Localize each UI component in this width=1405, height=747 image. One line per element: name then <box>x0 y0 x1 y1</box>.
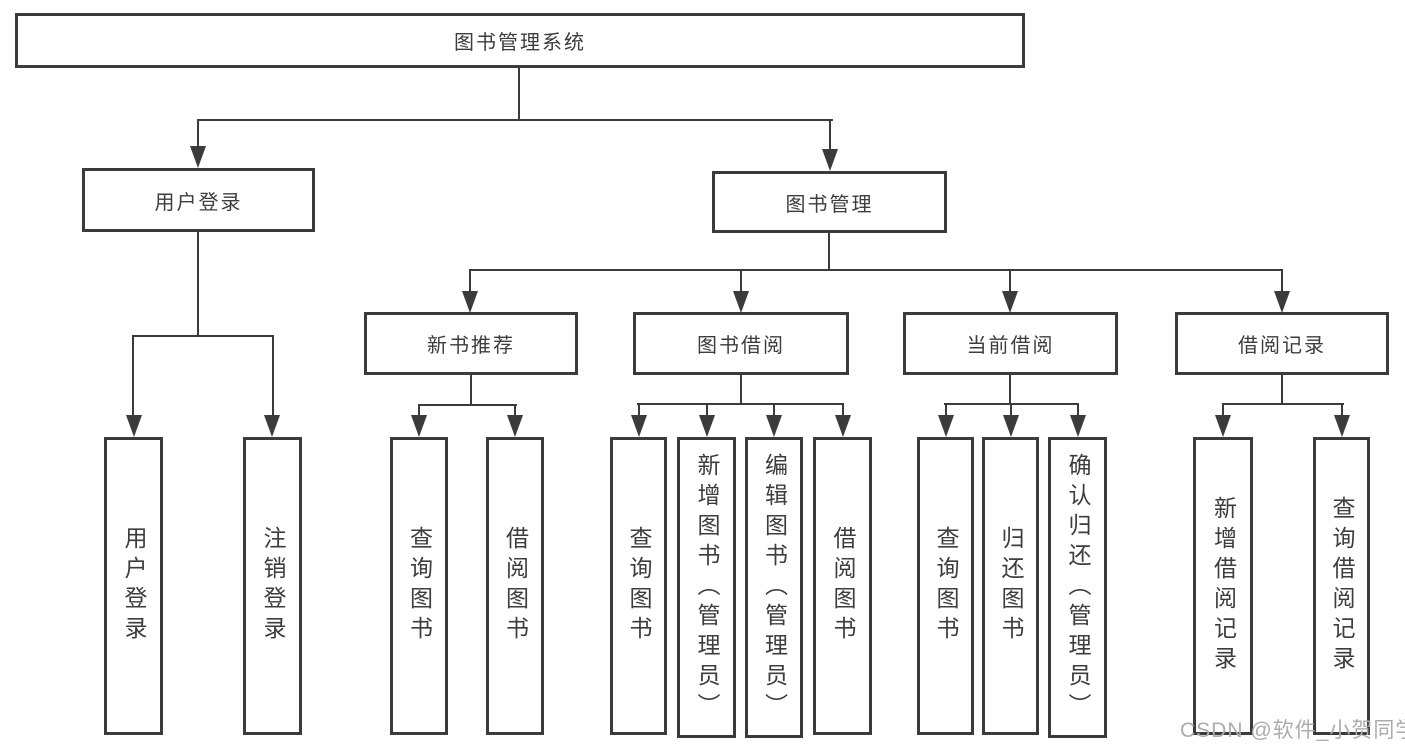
tree-leaf-query-book-3-label: 查询图书 <box>933 526 959 646</box>
arrow-down-icon <box>1002 291 1018 313</box>
tree-leaf-add-borrow-record: 新增借阅记录 <box>1193 437 1253 735</box>
connector-user-login-rail <box>132 335 274 337</box>
connector-drop-leaf <box>1010 403 1012 419</box>
tree-leaf-query-book-1-label: 查询图书 <box>406 526 433 646</box>
arrow-down-icon <box>938 415 954 437</box>
connector-current-borrow-stem <box>1009 374 1011 405</box>
connector-drop-book-management <box>829 119 831 151</box>
connector-drop-user-login <box>197 119 199 151</box>
tree-leaf-borrow-book-1: 借阅图书 <box>486 437 544 735</box>
tree-leaf-confirm-return-admin-label: 确认归还（管理员） <box>1065 452 1091 723</box>
arrow-down-icon <box>190 146 206 168</box>
tree-node-library-system-label: 图书管理系统 <box>454 32 586 54</box>
tree-node-book-borrow-label: 图书借阅 <box>697 335 785 357</box>
arrow-down-icon <box>264 415 280 437</box>
connector-drop-book-borrow <box>740 269 742 295</box>
connector-book-management-stem <box>828 232 830 270</box>
connector-drop-new-book-recommend <box>469 269 471 295</box>
connector-root-rail <box>197 119 833 121</box>
arrow-down-icon <box>507 415 523 437</box>
tree-leaf-borrow-book-2: 借阅图书 <box>813 437 872 735</box>
tree-node-library-system: 图书管理系统 <box>15 13 1025 68</box>
connector-drop-leaf <box>418 404 420 419</box>
tree-node-book-borrow: 图书借阅 <box>633 312 849 375</box>
connector-drop-leaf-logout <box>272 335 274 419</box>
connector-drop-leaf <box>514 404 516 419</box>
connector-drop-leaf <box>842 403 844 419</box>
tree-leaf-user-login-label: 用户登录 <box>121 526 147 646</box>
connector-user-login-stem <box>197 231 199 337</box>
connector-drop-borrow-records <box>1281 269 1283 295</box>
connector-drop-leaf <box>945 403 947 419</box>
tree-node-borrow-records: 借阅记录 <box>1175 312 1389 375</box>
tree-node-user-login: 用户登录 <box>82 168 315 232</box>
csdn-watermark: CSDN @软件_小贺同学 <box>1180 719 1405 742</box>
tree-node-current-borrow-label: 当前借阅 <box>966 335 1055 357</box>
arrow-down-icon <box>631 415 647 437</box>
tree-leaf-logout: 注销登录 <box>243 437 302 735</box>
connector-drop-leaf <box>638 403 640 419</box>
tree-leaf-edit-book-admin: 编辑图书（管理员） <box>745 437 803 738</box>
arrow-down-icon <box>1003 415 1019 437</box>
tree-leaf-query-borrow-record: 查询借阅记录 <box>1313 437 1370 735</box>
tree-node-new-book-recommend-label: 新书推荐 <box>427 335 515 357</box>
tree-leaf-return-book: 归还图书 <box>982 437 1039 735</box>
tree-node-borrow-records-label: 借阅记录 <box>1238 335 1326 357</box>
arrow-down-icon <box>699 415 715 437</box>
tree-leaf-borrow-book-2-label: 借阅图书 <box>830 526 856 646</box>
tree-node-book-management: 图书管理 <box>712 171 947 233</box>
connector-root-stem <box>518 68 520 121</box>
tree-leaf-query-book-2-label: 查询图书 <box>626 526 652 646</box>
connector-borrow-records-stem <box>1281 374 1283 405</box>
connector-book-borrow-rail <box>637 403 844 405</box>
arrow-down-icon <box>411 415 427 437</box>
tree-leaf-return-book-label: 归还图书 <box>998 526 1024 646</box>
connector-book-borrow-stem <box>740 374 742 405</box>
connector-drop-leaf <box>773 403 775 419</box>
connector-borrow-records-rail <box>1222 403 1344 405</box>
tree-leaf-query-book-3: 查询图书 <box>917 437 974 735</box>
tree-leaf-logout-label: 注销登录 <box>260 526 286 646</box>
arrow-down-icon <box>462 291 478 313</box>
connector-new-book-recommend-stem <box>470 374 472 406</box>
arrow-down-icon <box>1070 415 1086 437</box>
connector-drop-leaf-user-login <box>132 335 134 419</box>
arrow-down-icon <box>1274 291 1290 313</box>
arrow-down-icon <box>126 415 142 437</box>
tree-leaf-add-book-admin: 新增图书（管理员） <box>677 437 736 738</box>
arrow-down-icon <box>835 415 851 437</box>
tree-leaf-query-book-1: 查询图书 <box>390 437 448 735</box>
connector-drop-leaf <box>1341 403 1343 419</box>
connector-new-book-recommend-rail <box>418 404 517 406</box>
tree-node-book-management-label: 图书管理 <box>785 193 874 216</box>
tree-leaf-query-borrow-record-label: 查询借阅记录 <box>1329 496 1355 676</box>
tree-leaf-edit-book-admin-label: 编辑图书（管理员） <box>761 452 788 723</box>
tree-leaf-query-book-2: 查询图书 <box>610 437 667 735</box>
tree-node-user-login-label: 用户登录 <box>154 191 243 214</box>
connector-drop-leaf <box>1222 403 1224 419</box>
connector-drop-current-borrow <box>1009 269 1011 295</box>
tree-node-new-book-recommend: 新书推荐 <box>364 312 578 375</box>
arrow-down-icon <box>733 291 749 313</box>
arrow-down-icon <box>1334 415 1350 437</box>
arrow-down-icon <box>822 149 838 171</box>
tree-leaf-confirm-return-admin: 确认归还（管理员） <box>1048 437 1107 738</box>
arrow-down-icon <box>766 415 782 437</box>
tree-leaf-borrow-book-1-label: 借阅图书 <box>502 526 529 646</box>
tree-leaf-add-borrow-record-label: 新增借阅记录 <box>1210 496 1237 676</box>
connector-drop-leaf <box>1077 403 1079 419</box>
tree-node-current-borrow: 当前借阅 <box>903 312 1118 375</box>
tree-leaf-add-book-admin-label: 新增图书（管理员） <box>694 452 720 723</box>
connector-book-management-rail <box>469 269 1283 271</box>
arrow-down-icon <box>1215 415 1231 437</box>
tree-leaf-user-login: 用户登录 <box>104 437 163 735</box>
connector-drop-leaf <box>706 403 708 419</box>
